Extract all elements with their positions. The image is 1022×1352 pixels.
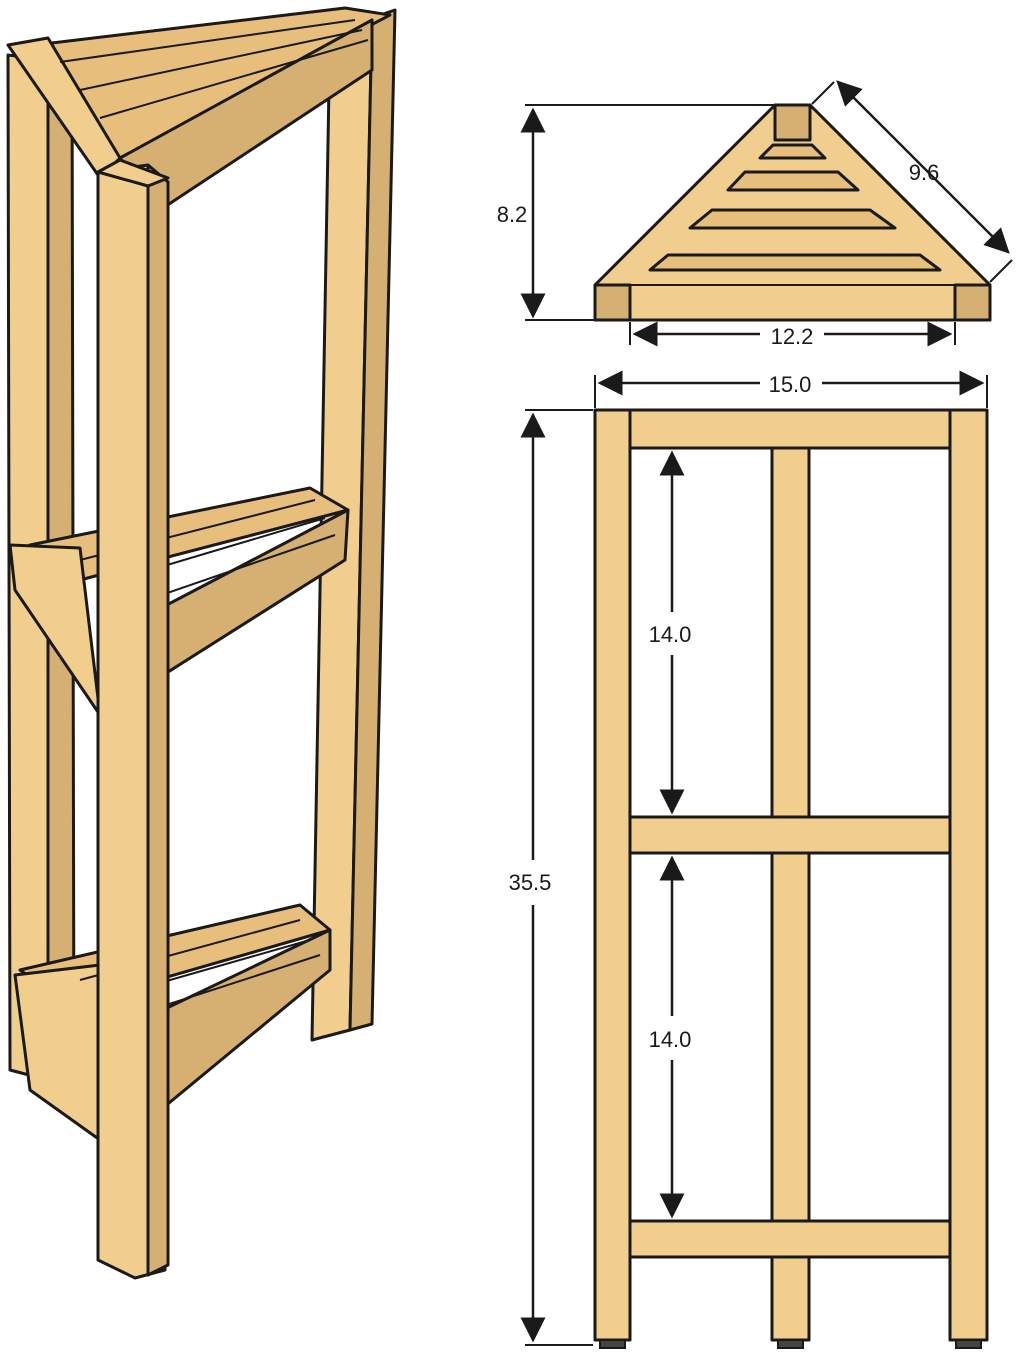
front-leg bbox=[96, 158, 170, 1280]
lower-gap-label: 14.0 bbox=[649, 1027, 692, 1052]
front-total-height-label: 35.5 bbox=[509, 870, 552, 895]
isometric-shelf-view bbox=[6, 6, 397, 1280]
upper-gap-label: 14.0 bbox=[649, 622, 692, 647]
foot-middle bbox=[777, 1339, 804, 1349]
top-view bbox=[593, 103, 992, 322]
foot-left bbox=[599, 1339, 626, 1349]
top-shelf bbox=[6, 6, 392, 212]
front-view bbox=[593, 408, 989, 1349]
front-width-label: 15.0 bbox=[769, 372, 812, 397]
top-front-label: 12.2 bbox=[771, 324, 814, 349]
top-height-label: 8.2 bbox=[497, 202, 528, 227]
front-view-dimensions: 15.0 35.5 14.0 14.0 bbox=[509, 370, 988, 1346]
foot-right bbox=[955, 1339, 982, 1349]
side-dimension-line bbox=[836, 80, 1010, 254]
top-side-label: 9.6 bbox=[909, 160, 940, 185]
top-view-dimensions: 8.2 9.6 12.2 bbox=[497, 80, 1013, 349]
